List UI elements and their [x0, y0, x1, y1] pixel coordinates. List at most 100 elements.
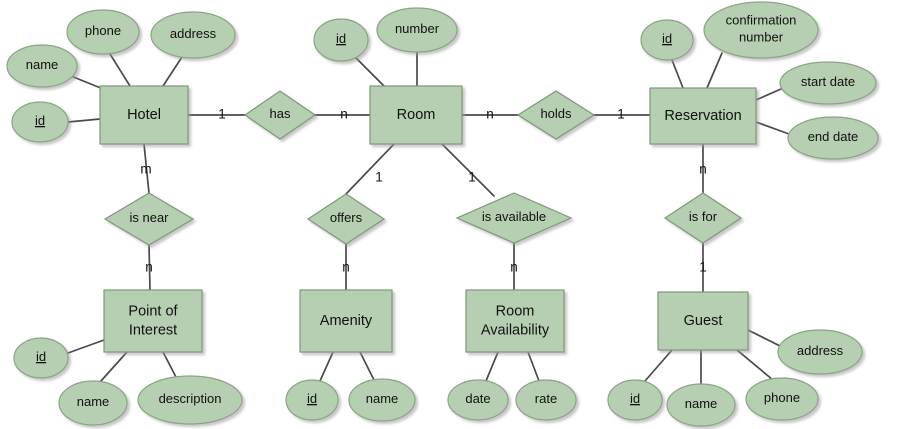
- attribute-label: description: [159, 391, 222, 406]
- attribute-room-number[interactable]: number: [376, 7, 458, 53]
- connector-line: [143, 143, 150, 194]
- attribute-label: name: [77, 394, 110, 409]
- connector-line: [67, 339, 105, 354]
- attribute-label: rate: [535, 391, 557, 406]
- relationship-offers[interactable]: offers: [306, 193, 386, 245]
- connector-line: [355, 57, 385, 87]
- attribute-label: start date: [801, 74, 855, 89]
- entity-hotel[interactable]: Hotel: [99, 85, 189, 145]
- attribute-avail-date[interactable]: date: [447, 379, 509, 421]
- attribute-hotel-name[interactable]: name: [6, 44, 78, 88]
- attribute-label: id: [336, 31, 346, 46]
- connector-line: [644, 349, 673, 382]
- connector-line: [67, 118, 101, 123]
- cardinality-card-room-isavailable: 1: [468, 170, 476, 185]
- attribute-label: id: [630, 391, 640, 406]
- entity-label: Hotel: [127, 107, 161, 123]
- attribute-label: phone: [764, 390, 800, 405]
- attribute-label: end date: [808, 129, 859, 144]
- connector-line: [736, 349, 774, 381]
- attribute-avail-rate[interactable]: rate: [515, 379, 577, 421]
- attribute-poi-description[interactable]: description: [137, 375, 243, 425]
- cardinality-card-room-holds: n: [486, 107, 494, 122]
- entity-label: Guest: [684, 313, 723, 329]
- connector-line: [485, 351, 499, 382]
- cardinality-card-isavail-avail: n: [510, 260, 518, 275]
- attribute-room-id[interactable]: id: [313, 18, 369, 62]
- relationship-label: is available: [482, 209, 546, 224]
- connector-line: [527, 351, 540, 382]
- cardinality-card-hotel-has: 1: [218, 107, 226, 122]
- attribute-label: number: [395, 21, 440, 36]
- entity-label: Room: [397, 107, 436, 123]
- connector-line: [671, 59, 684, 89]
- attribute-amenity-id[interactable]: id: [285, 379, 339, 421]
- attribute-label: id: [662, 31, 672, 46]
- relationship-is-available[interactable]: is available: [455, 192, 573, 244]
- connector-line: [747, 329, 781, 347]
- cardinality-card-holds-reservation: 1: [617, 107, 625, 122]
- cardinality-card-hotel-isnear: m: [140, 162, 151, 177]
- attribute-amenity-name[interactable]: name: [348, 378, 416, 422]
- relationship-is-for[interactable]: is for: [663, 192, 743, 244]
- entity-amenity[interactable]: Amenity: [299, 289, 393, 353]
- attribute-poi-name[interactable]: name: [58, 380, 128, 426]
- relationship-label: is for: [689, 209, 718, 224]
- attribute-label: id: [35, 113, 45, 128]
- connector-line: [755, 88, 782, 101]
- relationship-label: holds: [540, 106, 572, 121]
- attribute-label: address: [797, 343, 844, 358]
- relationship-is-near[interactable]: is near: [103, 192, 195, 246]
- relationship-has[interactable]: has: [243, 90, 317, 140]
- connector-line: [706, 52, 723, 89]
- attribute-guest-address[interactable]: address: [777, 329, 863, 375]
- connector-layer: [67, 51, 790, 385]
- attribute-res-id[interactable]: id: [640, 19, 694, 61]
- cardinality-card-room-offers: 1: [375, 170, 383, 185]
- connector-line: [109, 53, 131, 87]
- attribute-label: name: [366, 391, 399, 406]
- connector-line: [162, 351, 177, 378]
- relationship-label: offers: [330, 210, 363, 225]
- attribute-guest-phone[interactable]: phone: [745, 377, 819, 421]
- connector-line: [359, 351, 375, 381]
- attribute-layer: name phone address id id number id confirmation…: [6, 1, 879, 427]
- attribute-res-start-date[interactable]: start date: [779, 61, 877, 105]
- attribute-hotel-id[interactable]: id: [11, 101, 69, 143]
- attribute-label: address: [170, 26, 217, 41]
- cardinality-card-has-room: n: [340, 107, 348, 122]
- attribute-label: date: [465, 391, 490, 406]
- connector-line: [441, 143, 495, 197]
- attribute-guest-name[interactable]: name: [666, 383, 736, 427]
- attribute-label: name: [26, 57, 59, 72]
- relationship-label: is near: [129, 210, 169, 225]
- cardinality-card-reservation-isfor: n: [699, 162, 707, 177]
- attribute-hotel-address[interactable]: address: [150, 11, 236, 59]
- entity-reservation[interactable]: Reservation: [649, 87, 757, 145]
- connector-line: [319, 351, 334, 382]
- entity-room[interactable]: Room: [369, 85, 463, 145]
- cardinality-card-offers-amenity: n: [342, 260, 350, 275]
- attribute-label: name: [685, 396, 718, 411]
- cardinality-card-isnear-poi: n: [145, 260, 153, 275]
- attribute-res-end-date[interactable]: end date: [787, 116, 879, 160]
- attribute-guest-id[interactable]: id: [607, 379, 663, 421]
- entity-label: Amenity: [320, 313, 373, 329]
- connector-line: [100, 351, 128, 382]
- connector-line: [148, 244, 151, 291]
- attribute-poi-id[interactable]: id: [13, 337, 69, 379]
- relationship-holds[interactable]: holds: [516, 90, 596, 140]
- attribute-hotel-phone[interactable]: phone: [66, 9, 140, 55]
- entity-guest[interactable]: Guest: [657, 291, 749, 351]
- connector-line: [755, 121, 790, 135]
- connector-line: [162, 56, 183, 87]
